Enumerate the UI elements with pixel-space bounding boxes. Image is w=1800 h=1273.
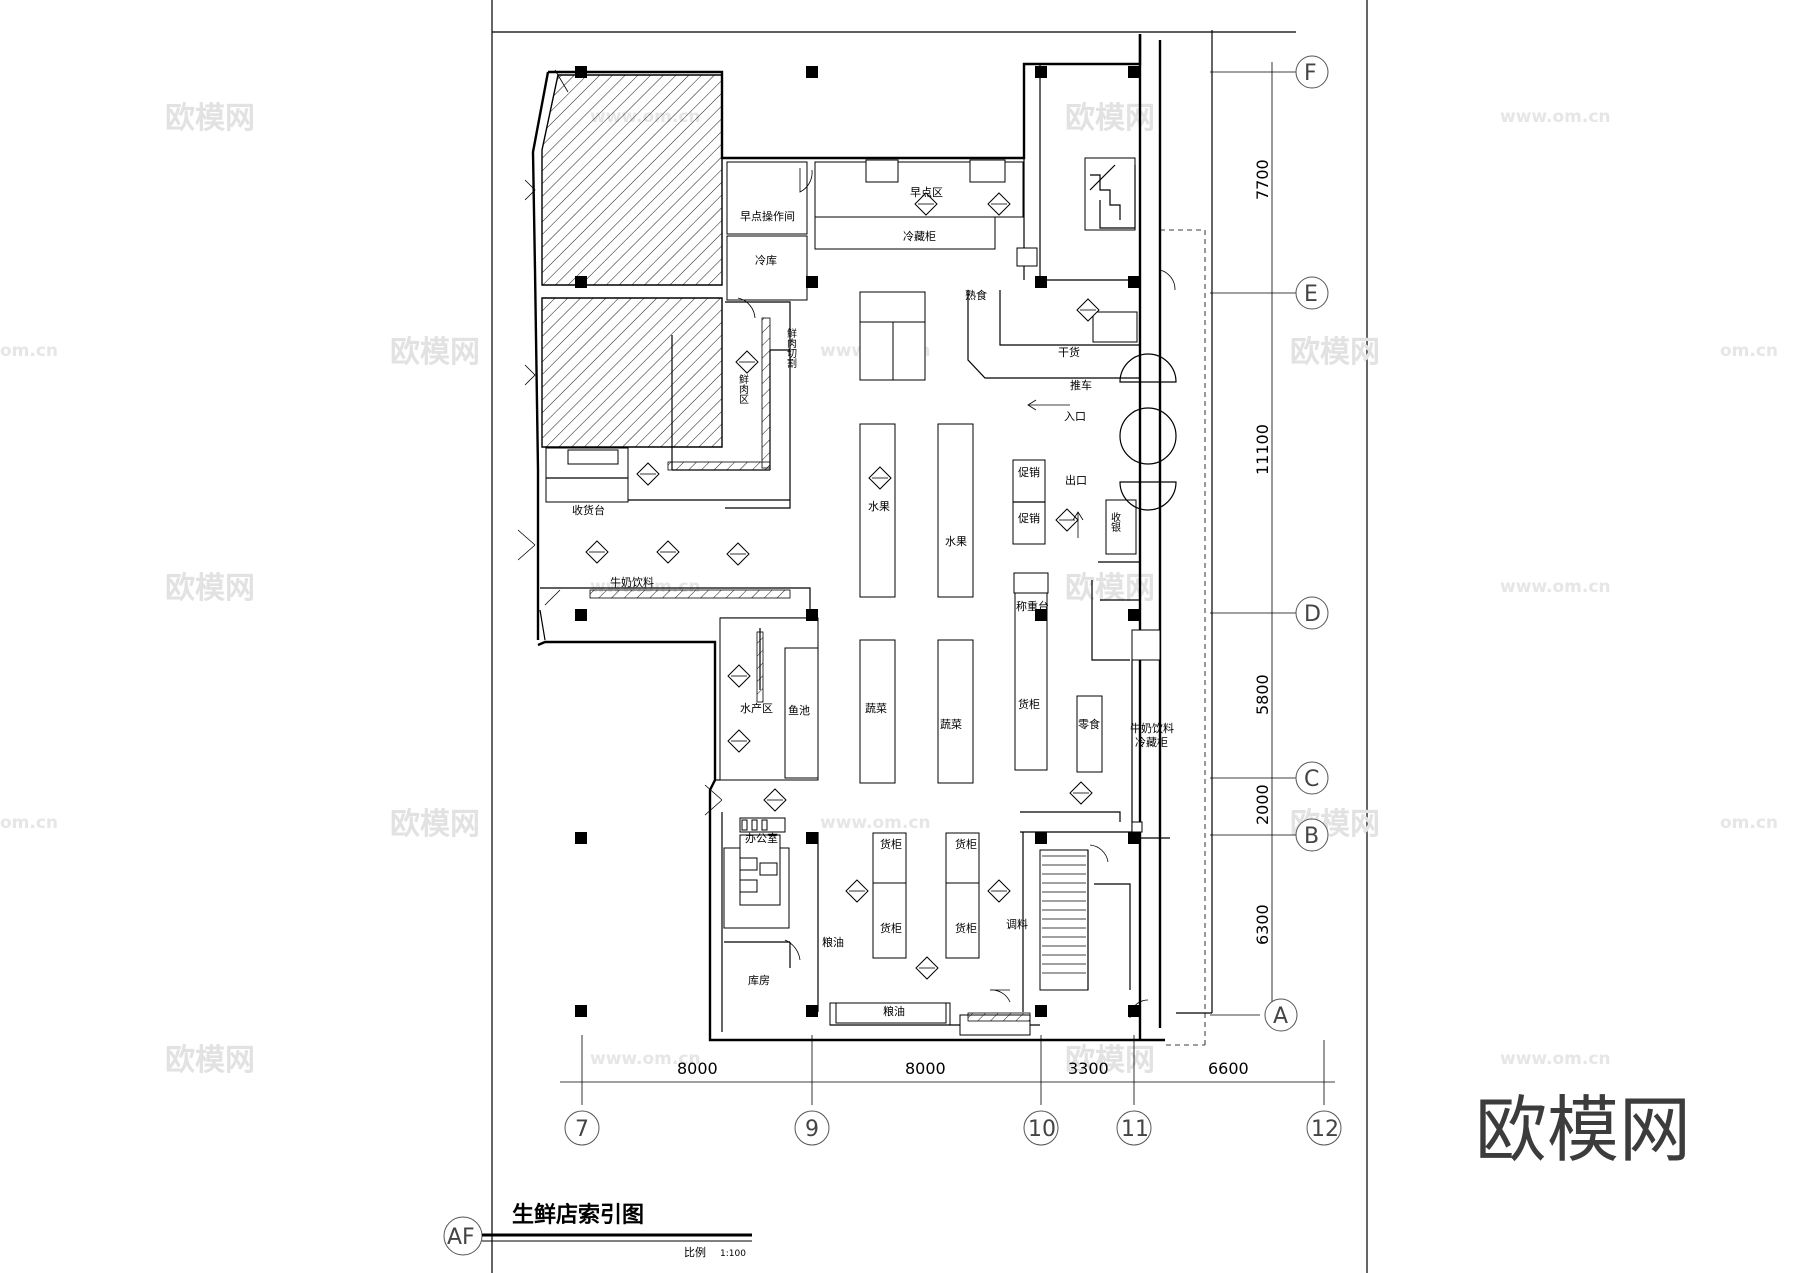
label-dairy-counter: 牛奶饮料 [610, 575, 654, 589]
scale-label: 比例 [684, 1245, 706, 1259]
label-shelf-2: 货柜 [880, 837, 902, 851]
svg-text:欧模网: 欧模网 [165, 1043, 255, 1078]
axis-row-e: E [1304, 282, 1318, 307]
label-warehouse: 库房 [748, 974, 770, 987]
svg-text:om.cn: om.cn [0, 813, 58, 833]
label-cooked-food: 熟食 [965, 288, 987, 302]
label-scale-table: 称重台 [1016, 599, 1049, 613]
axis-col-10: 10 [1028, 1117, 1056, 1142]
stairs-south [1039, 849, 1131, 991]
drawing-title: 生鲜店索引图 [512, 1203, 644, 1228]
svg-text:欧模网: 欧模网 [390, 807, 480, 842]
svg-text:www.om.cn: www.om.cn [590, 1049, 701, 1069]
label-pork-cutting: 鲜肉切割 [785, 327, 797, 369]
axis-col-11: 11 [1121, 1117, 1149, 1142]
axis-row-c: C [1304, 767, 1319, 792]
svg-text:欧模网: 欧模网 [165, 571, 255, 606]
title-block: AF 生鲜店索引图 比例 1:100 [443, 1203, 752, 1259]
title-bubble: AF [447, 1225, 475, 1250]
label-cold-drinks: 冷藏柜 [1135, 736, 1168, 749]
label-entry: 入口 [1064, 410, 1086, 423]
svg-text:欧模网: 欧模网 [1065, 1043, 1155, 1078]
label-meat-area: 鲜肉区 [737, 373, 749, 404]
label-shelf-3: 货柜 [880, 921, 902, 935]
columns [575, 66, 1140, 1017]
fixtures [739, 159, 1103, 1024]
label-fruit-2: 水果 [945, 535, 967, 548]
dim-bottom-10-11: 3300 [1068, 1059, 1109, 1078]
axis-row-a: A [1273, 1004, 1288, 1029]
svg-text:欧模网: 欧模网 [1290, 335, 1380, 370]
label-cold-shelf: 冷藏柜 [903, 230, 936, 243]
svg-text:om.cn: om.cn [1720, 813, 1778, 833]
dim-bottom-9-10: 8000 [905, 1059, 946, 1078]
scale-value: 1:100 [720, 1249, 746, 1259]
entry-arrow [1027, 399, 1084, 538]
label-cart: 推车 [1070, 378, 1092, 392]
dim-right-ef: 7700 [1253, 159, 1272, 200]
label-promo-2: 促销 [1018, 511, 1040, 525]
label-shelf-1: 货柜 [1018, 697, 1040, 711]
label-vegetables-2: 蔬菜 [940, 718, 962, 731]
svg-text:欧模网: 欧模网 [1065, 571, 1155, 606]
label-vegetables-1: 蔬菜 [865, 702, 887, 715]
watermarks: 欧模网 www.om.cn 欧模网 www.om.cn om.cn 欧模网 ww… [0, 101, 1778, 1078]
svg-text:om.cn: om.cn [0, 341, 58, 361]
label-cold-room: 冷库 [755, 254, 777, 267]
label-fruit-1: 水果 [868, 500, 890, 513]
dim-right-bc: 2000 [1253, 784, 1272, 825]
dim-right-de: 11100 [1253, 424, 1272, 475]
dim-right-cd: 5800 [1253, 674, 1272, 715]
index-markers [585, 192, 1100, 980]
label-aquatic: 水产区 [740, 701, 773, 715]
label-office: 办公室 [745, 831, 778, 845]
dim-bottom-7-9: 8000 [677, 1059, 718, 1078]
axis-row-b: B [1304, 824, 1319, 849]
svg-text:om.cn: om.cn [1720, 341, 1778, 361]
svg-text:www.om.cn: www.om.cn [1500, 1049, 1611, 1069]
label-snacks: 零食 [1078, 717, 1100, 731]
dim-bottom-11-12: 6600 [1208, 1059, 1249, 1078]
room-labels: 早点区 早点操作间 冷藏柜 冷库 鲜肉切割 鲜肉区 收货台 熟食 干货 推车 入… [572, 186, 1174, 1018]
label-receiving: 收货台 [572, 503, 605, 517]
axis-grid-bottom: 7 9 10 11 12 8000 8000 3300 6600 [560, 1035, 1342, 1146]
label-cashier: 收银 [1109, 511, 1121, 533]
label-dried-goods: 干货 [1058, 345, 1080, 359]
dim-right-ab: 6300 [1253, 904, 1272, 945]
label-grain-oil-2: 粮油 [883, 1004, 905, 1018]
entrance-doors [1119, 353, 1177, 511]
label-milk-cold: 牛奶饮料 [1130, 721, 1174, 735]
axis-row-d: D [1304, 602, 1321, 627]
axis-row-f: F [1304, 61, 1317, 86]
interior-walls [539, 64, 1170, 1036]
door-swings [517, 69, 1176, 1019]
corner-watermark: 欧模网 [1475, 1088, 1691, 1172]
display-counters [589, 317, 1031, 1022]
label-seasoning: 调料 [1006, 917, 1028, 931]
svg-text:www.om.cn: www.om.cn [1500, 577, 1611, 597]
axis-col-9: 9 [805, 1117, 819, 1142]
label-shelf-4: 货柜 [955, 837, 977, 851]
axis-grid-right: F E D C B A 7700 11100 5800 2000 6300 [1210, 55, 1329, 1032]
label-seafood-pool: 鱼池 [788, 703, 810, 717]
cold-storage-hatched [541, 74, 723, 448]
label-exit: 出口 [1065, 473, 1087, 487]
svg-text:www.om.cn: www.om.cn [820, 813, 931, 833]
axis-col-12: 12 [1311, 1117, 1339, 1142]
svg-text:www.om.cn: www.om.cn [1500, 107, 1611, 127]
label-snack-area: 早点区 [910, 186, 943, 199]
sheet-frame [491, 0, 1368, 1273]
stairs-north [1089, 164, 1136, 229]
label-shelf-5: 货柜 [955, 921, 977, 935]
svg-text:欧模网: 欧模网 [1065, 101, 1155, 136]
label-promo-1: 促销 [1018, 465, 1040, 479]
svg-text:欧模网: 欧模网 [165, 101, 255, 136]
label-grain-oil: 粮油 [822, 935, 844, 949]
axis-col-7: 7 [575, 1117, 589, 1142]
svg-text:欧模网: 欧模网 [390, 335, 480, 370]
label-snack-workroom: 早点操作间 [740, 209, 795, 223]
